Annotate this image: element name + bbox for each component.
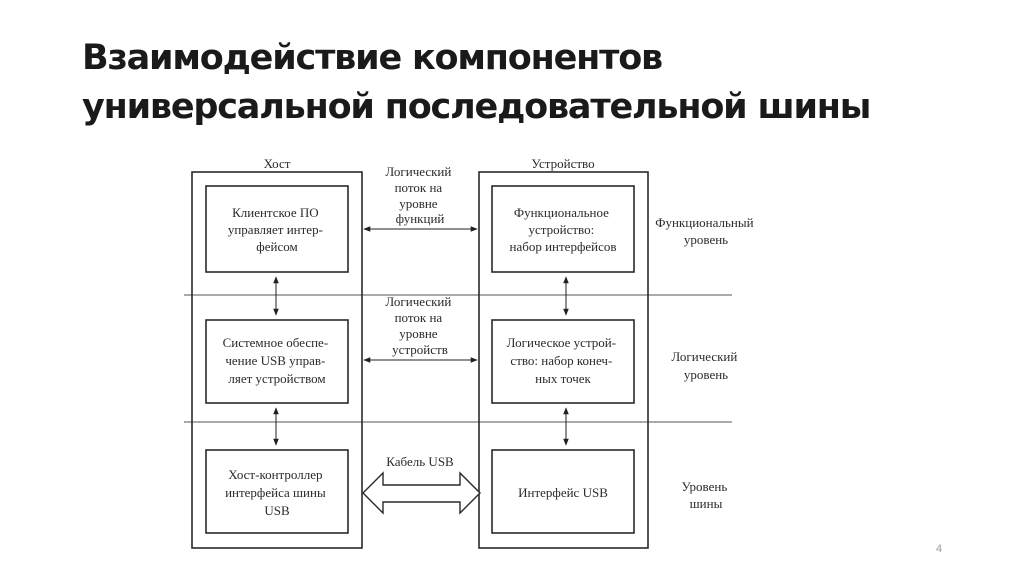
link-1-line-3: уровне <box>399 196 438 211</box>
host-box-client-software: Клиентское ПО управляет интер- фейсом <box>205 185 349 273</box>
device-outer-box <box>478 171 649 549</box>
link-3-line-1: Кабель USB <box>386 454 454 469</box>
link-2-line-4: устройств <box>392 342 448 357</box>
link-2-line-2: поток на <box>395 310 443 325</box>
svg-text:Интерфейс USB: Интерфейс USB <box>518 485 608 500</box>
host-box-1-line-1: Клиентское ПО <box>232 205 319 220</box>
host-box-2-line-2: чение USB управ- <box>225 353 325 368</box>
link-1-line-1: Логический <box>385 164 451 179</box>
level-3-line-1: Уровень <box>681 479 727 494</box>
device-column: Устройство Функциональное устройство: на… <box>478 156 649 549</box>
svg-text:Хост-контроллер интерф: Хост-контроллер интерфейса шины USB <box>225 467 329 518</box>
host-column: Хост Клиентское ПО управляет интер- фейс… <box>191 156 363 549</box>
link-2-line-1: Логический <box>385 294 451 309</box>
svg-text:Логический поток на: Логический поток на уровне устройств <box>385 294 454 357</box>
device-box-functional-device: Функциональное устройство: набор интерфе… <box>491 185 635 273</box>
slide-title: Взаимодействие компонентов универсальной… <box>82 34 982 132</box>
svg-text:Кабель USB: Кабель USB <box>386 454 454 469</box>
level-label-logical: Логический уровень <box>671 349 740 382</box>
host-box-1-line-3: фейсом <box>256 239 297 254</box>
host-box-2-line-1: Системное обеспе- <box>223 335 329 350</box>
svg-text:Клиентское ПО управляе: Клиентское ПО управляет интер- фейсом <box>228 205 326 254</box>
host-box-2-line-3: ляет устройством <box>228 371 325 386</box>
svg-text:Уровень шины: Уровень шины <box>681 479 730 511</box>
svg-text:Логический уровень: Логический уровень <box>671 349 740 382</box>
svg-text:Системное обеспе- чени: Системное обеспе- чение USB управ- ляет … <box>223 335 332 386</box>
device-box-logical-device: Логическое устрой- ство: набор конеч- ны… <box>491 319 635 404</box>
level-2-line-1: Логический <box>671 349 737 364</box>
level-label-bus: Уровень шины <box>681 479 730 511</box>
link-function-flow: Логический поток на уровне функций <box>363 164 478 232</box>
host-box-1-line-2: управляет интер- <box>228 222 323 237</box>
level-1-line-2: уровень <box>684 232 728 247</box>
svg-text:Функциональное устройс: Функциональное устройство: набор интерфе… <box>509 205 616 254</box>
link-2-line-3: уровне <box>399 326 438 341</box>
link-usb-cable: Кабель USB <box>362 454 481 515</box>
svg-text:Логический поток на: Логический поток на уровне функций <box>385 164 454 226</box>
host-box-3-line-1: Хост-контроллер <box>228 467 322 482</box>
level-1-line-1: Функциональный <box>655 215 753 230</box>
host-box-3-line-2: интерфейса шины <box>225 485 326 500</box>
host-box-3-line-3: USB <box>264 503 290 518</box>
host-header: Хост <box>264 156 291 171</box>
link-1-line-2: поток на <box>395 180 443 195</box>
device-box-1-line-3: набор интерфейсов <box>509 239 616 254</box>
host-box-usb-system-software: Системное обеспе- чение USB управ- ляет … <box>205 319 349 404</box>
host-outer-box <box>191 171 363 549</box>
link-device-flow: Логический поток на уровне устройств <box>363 294 478 363</box>
device-box-3-line-1: Интерфейс USB <box>518 485 608 500</box>
page-number: 4 <box>936 543 943 555</box>
device-box-2-line-1: Логическое устрой- <box>507 335 616 350</box>
level-label-functional: Функциональный уровень <box>655 215 757 247</box>
usb-cable-block-arrow <box>362 471 481 515</box>
host-box-host-controller: Хост-контроллер интерфейса шины USB <box>205 449 349 534</box>
level-3-line-2: шины <box>690 496 723 511</box>
slide-title-line-2: универсальной последовательной шины <box>82 87 871 127</box>
level-2-line-2: уровень <box>684 367 728 382</box>
slide-title-line-1: Взаимодействие компонентов <box>82 38 663 78</box>
device-box-1-line-1: Функциональное <box>514 205 609 220</box>
svg-text:Функциональный уровень: Функциональный уровень <box>655 215 757 247</box>
device-box-2-line-3: ных точек <box>535 371 591 386</box>
link-1-line-4: функций <box>396 211 445 226</box>
device-box-2-line-2: ство: набор конеч- <box>510 353 612 368</box>
device-header: Устройство <box>531 156 594 171</box>
svg-text:Логическое устрой- ств: Логическое устрой- ство: набор конеч- ны… <box>507 335 620 386</box>
device-box-usb-interface: Интерфейс USB <box>491 449 635 534</box>
device-box-1-line-2: устройство: <box>529 222 595 237</box>
